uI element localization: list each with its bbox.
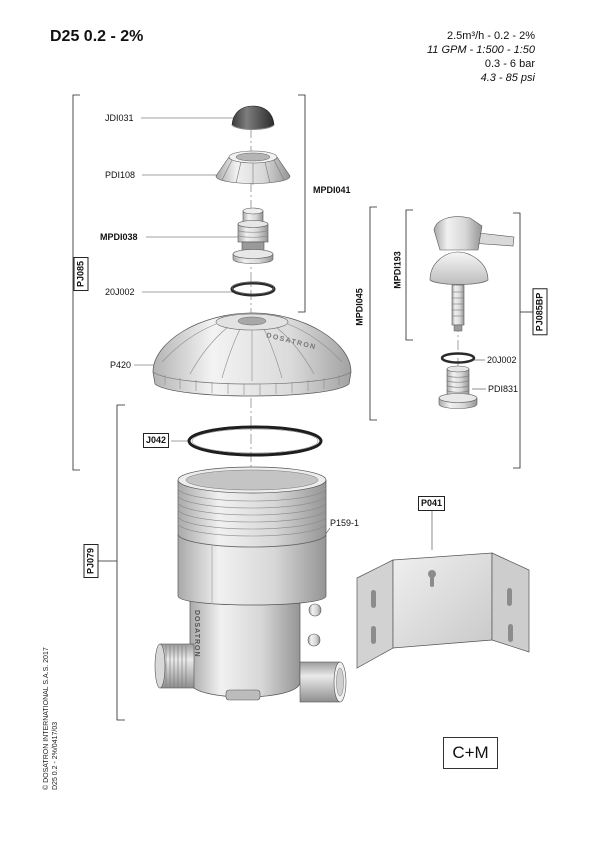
- oring-injector-ring: [440, 352, 476, 364]
- spec-flow-ratio: 2.5m³/h - 0.2 - 2%: [446, 30, 535, 42]
- valve-flange-top: [232, 249, 274, 259]
- label-oring-injector: 20J002: [487, 355, 517, 365]
- bracket-body-kit: [116, 404, 125, 721]
- injector-base-dome: [429, 251, 489, 285]
- injector-handle-body: [433, 216, 483, 251]
- label-body: P159-1: [330, 518, 360, 528]
- wall-bracket-slot: [507, 588, 512, 606]
- bracket-bypass-kit: [513, 212, 521, 469]
- label-bypass-kit: PJ085BP: [532, 288, 548, 336]
- wall-bracket-slot: [371, 590, 376, 608]
- valve-drawing: [232, 207, 274, 264]
- label-oring-body: J042: [143, 433, 170, 448]
- bracket-injector-valve: [405, 209, 413, 341]
- label-oring-top: 20J002: [105, 287, 135, 297]
- bracket-upper-kit: [72, 94, 80, 471]
- footer-copyright: © DOSATRON INTERNATIONAL S.A.S. 2017: [43, 647, 50, 790]
- injector-tube-rings: [452, 291, 464, 317]
- wall-bracket-back-plate: [392, 552, 493, 649]
- injector-valve-drawing: [429, 216, 515, 332]
- cap-drawing: [231, 105, 275, 130]
- page-title: D25 0.2 - 2%: [50, 28, 144, 45]
- cover-boss-hole: [237, 316, 267, 326]
- body-outlet-bore: [336, 667, 344, 697]
- oring-top-drawing: [230, 281, 276, 297]
- material-badge: C+M: [443, 737, 498, 769]
- body-outlet-port: [299, 661, 341, 703]
- wall-bracket-drawing: [356, 552, 530, 669]
- cap-dome: [231, 105, 275, 130]
- label-crown: PDI108: [105, 170, 136, 180]
- cover-rim-line: [152, 371, 352, 385]
- wall-bracket-left-flange: [356, 559, 394, 669]
- label-cover: P420: [110, 360, 132, 370]
- oring-body-inner: [191, 428, 319, 454]
- body-drain: [225, 689, 261, 701]
- wall-bracket-slot: [508, 624, 513, 642]
- injector-seat-flange-top: [438, 393, 478, 403]
- spec-pressure-bar: 0.3 - 6 bar: [484, 58, 535, 70]
- spec-block: 2.5m³/h - 0.2 - 2% 11 GPM - 1:500 - 1:50…: [427, 29, 535, 85]
- label-bracket: P041: [418, 496, 446, 511]
- label-valve: MPDI038: [100, 232, 138, 242]
- oring-body-ring: [187, 425, 323, 457]
- valve-body-top: [237, 220, 269, 228]
- crown-opening: [235, 152, 271, 162]
- oring-top-ring: [230, 281, 276, 297]
- spec-flow-ratio-imperial: 11 GPM - 1:500 - 1:50: [426, 44, 535, 56]
- body-top-opening: [185, 469, 319, 491]
- body-brand-marking: DOSATRON: [193, 610, 200, 658]
- body-drawing: DOSATRON: [154, 466, 347, 703]
- label-injector-valve: MPDI193: [392, 251, 404, 289]
- spec-pressure-psi: 4.3 - 85 psi: [480, 72, 535, 84]
- crown-drawing: [215, 150, 291, 185]
- bracket-injector-kit: [369, 206, 377, 421]
- wall-bracket-slot: [371, 626, 376, 644]
- body-knob-upper: [308, 603, 322, 617]
- body-inlet-end: [154, 643, 166, 689]
- body-cylinder: [177, 479, 327, 606]
- oring-body-drawing: [187, 425, 323, 457]
- injector-seat-drawing: [438, 365, 478, 409]
- label-injector-seat: PDI831: [488, 384, 519, 394]
- cover-drawing: DOSATRON: [152, 312, 352, 397]
- label-valve-kit: MPDI041: [313, 185, 351, 195]
- label-upper-kit: PJ085: [73, 256, 89, 292]
- body-lower-housing: [189, 595, 301, 698]
- label-body-kit: PJ079: [83, 543, 99, 579]
- bracket-valve-kit: [298, 94, 306, 313]
- oring-top-highlight: [231, 281, 275, 295]
- body-inlet-threads: [165, 645, 187, 687]
- footer-reference: D25 0.2 - 2%/0417/03: [52, 721, 59, 790]
- cap-rim: [231, 124, 275, 130]
- injector-tip: [453, 324, 463, 332]
- injector-base-rim: [429, 279, 489, 285]
- body-threads: [177, 487, 327, 537]
- valve-stem-top: [242, 207, 264, 215]
- injector-seat-top: [446, 365, 470, 373]
- cover-skirt-ribs: [164, 375, 340, 395]
- label-injector-kit: MPDI045: [354, 288, 366, 326]
- wall-bracket-keyhole-slot: [430, 574, 434, 587]
- crown-fins: [221, 159, 285, 185]
- injector-seat-threads: [446, 374, 470, 393]
- body-band: [177, 533, 327, 548]
- body-inlet-port: [159, 643, 195, 689]
- injector-tube: [451, 284, 465, 326]
- label-cap: JDI031: [105, 113, 134, 123]
- body-knob-lower: [307, 633, 321, 647]
- cover-dome-ribs: [161, 323, 343, 381]
